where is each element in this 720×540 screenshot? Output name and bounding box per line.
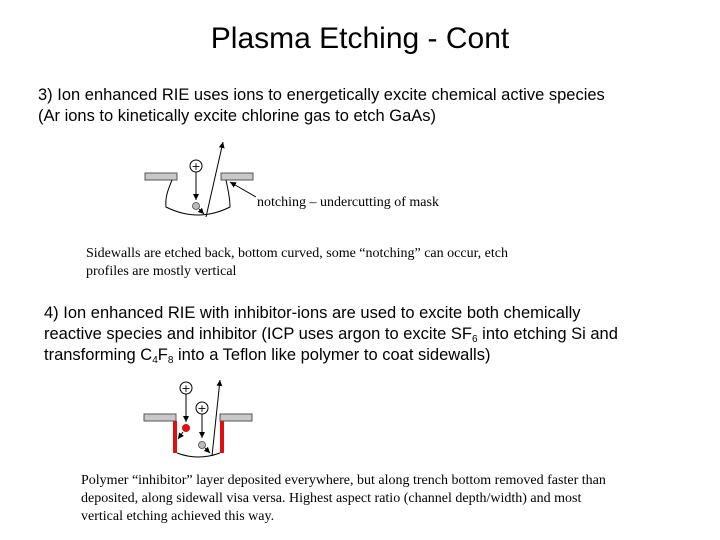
- mask-left: [143, 413, 177, 422]
- caption1-line2: profiles are mostly vertical: [86, 264, 237, 279]
- section3-line1: 3) Ion enhanced RIE uses ions to energet…: [38, 86, 605, 104]
- section4-line2: reactive species and inhibitor (ICP uses…: [44, 325, 618, 345]
- mask-right: [220, 172, 254, 181]
- polymer-sidewall-right: [220, 421, 224, 453]
- caption2-line3: vertical etching achieved this way.: [81, 509, 275, 524]
- caption1: Sidewalls are etched back, bottom curved…: [86, 245, 508, 281]
- slide-title: Plasma Etching - Cont: [210, 22, 510, 55]
- polymer-sidewall-left: [173, 421, 177, 453]
- caption2: Polymer “inhibitor” layer deposited ever…: [81, 472, 606, 526]
- mask-right: [219, 413, 253, 422]
- section3-text: 3) Ion enhanced RIE uses ions to energet…: [38, 85, 605, 127]
- svg-text:+: +: [181, 382, 190, 395]
- etch-profile: [165, 179, 231, 216]
- section4-line3: transforming C4F8 into a Teflon like pol…: [44, 346, 491, 366]
- inhibitor-species-icon: [182, 424, 190, 432]
- mask-left: [144, 172, 178, 181]
- svg-text:+: +: [191, 160, 200, 173]
- section3-line2: (Ar ions to kinetically excite chlorine …: [38, 107, 437, 125]
- neutral-species-icon: [198, 441, 206, 449]
- section4-text: 4) Ion enhanced RIE with inhibitor-ions …: [44, 303, 618, 366]
- caption2-line1: Polymer “inhibitor” layer deposited ever…: [81, 473, 606, 488]
- etch-diagram-ion-rie: +: [144, 141, 257, 218]
- neutral-species-icon: [192, 202, 200, 210]
- caption1-line1: Sidewalls are etched back, bottom curved…: [86, 246, 508, 261]
- section4-line1: 4) Ion enhanced RIE with inhibitor-ions …: [44, 304, 581, 322]
- notching-label: notching – undercutting of mask: [257, 195, 439, 210]
- trench-bottom: [176, 452, 221, 458]
- svg-text:+: +: [197, 402, 206, 415]
- caption2-line2: deposited, along sidewall visa versa. Hi…: [81, 491, 582, 506]
- etch-diagram-inhibitor: + +: [143, 379, 253, 458]
